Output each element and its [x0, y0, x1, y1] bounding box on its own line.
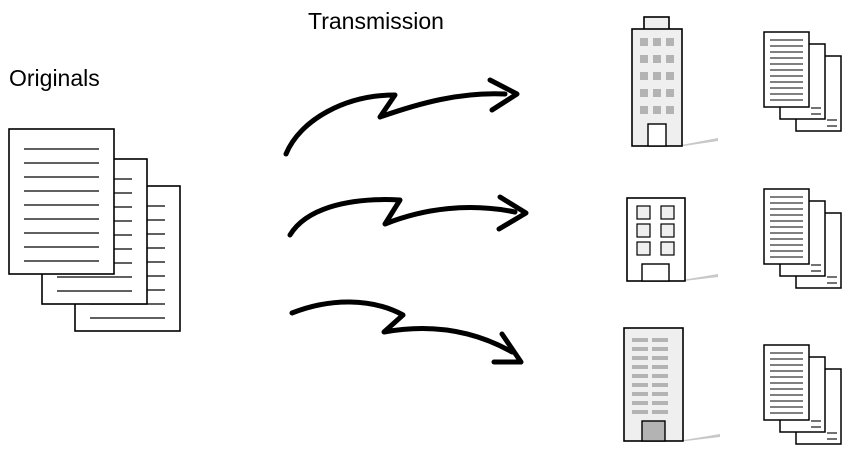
office-building-icon [623, 327, 720, 442]
received-document-stack-icon [763, 188, 842, 289]
office-building-icon [626, 197, 718, 282]
original-page-front [8, 128, 115, 275]
lightning-arrow-icon [287, 194, 529, 238]
lightning-arrow-icon [283, 77, 520, 157]
transmission-label: Transmission [308, 8, 444, 34]
received-document-stack-icon [763, 344, 842, 445]
originals-label: Originals [9, 65, 100, 91]
office-building-icon [631, 16, 718, 147]
lightning-arrow-icon [289, 299, 524, 365]
received-document-stack-icon [763, 31, 842, 132]
originals-document-stack-icon [8, 128, 181, 332]
